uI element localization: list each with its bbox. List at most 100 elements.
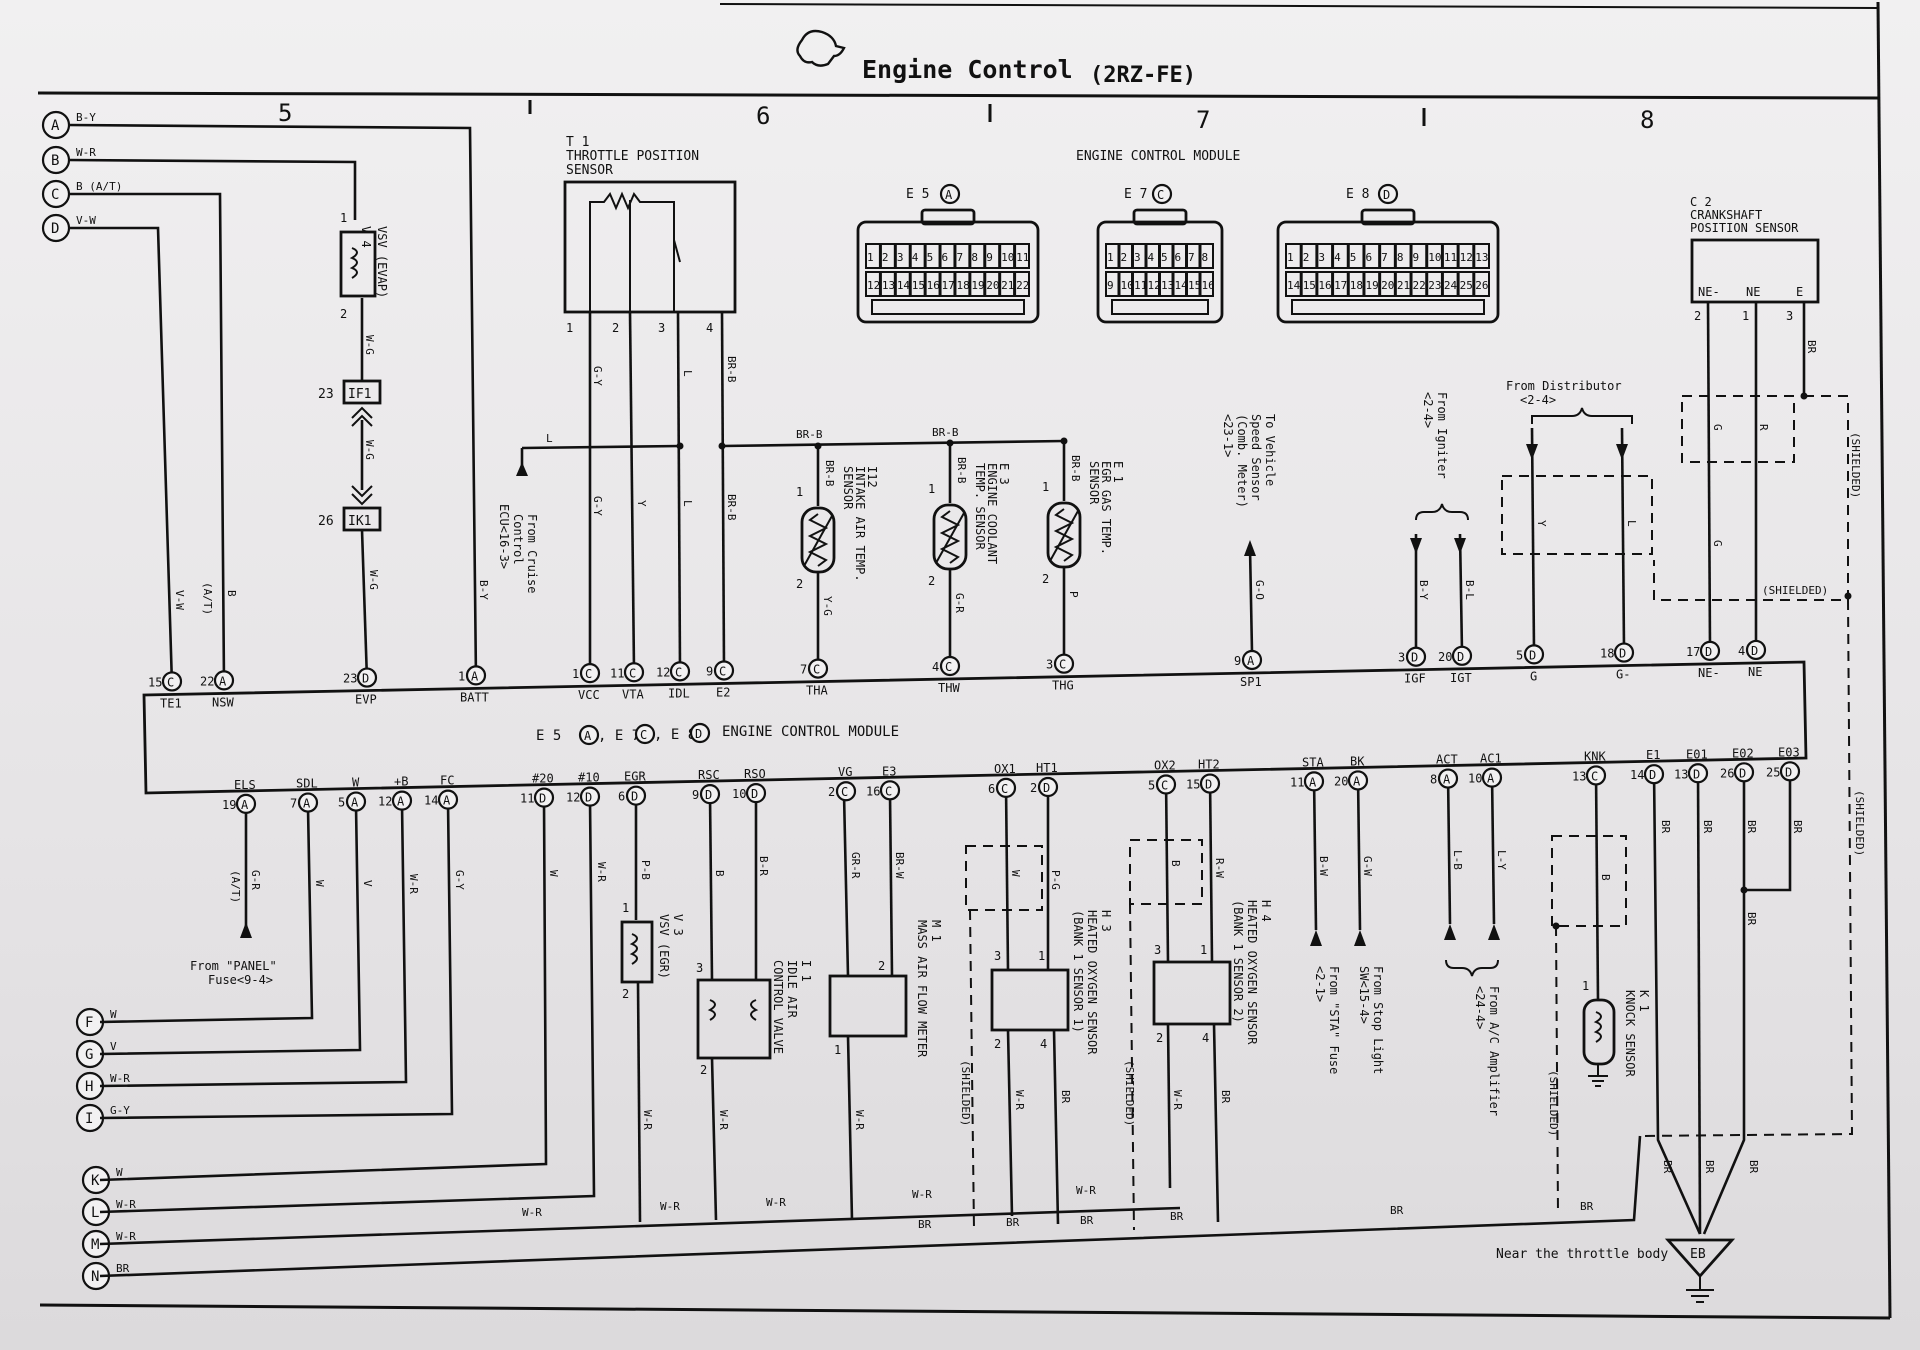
wire-vg bbox=[842, 793, 850, 977]
ecm-connector-pin-number: 1 bbox=[1107, 251, 1114, 264]
wire-idl-color: L bbox=[681, 370, 694, 377]
tps-switch-b bbox=[673, 239, 681, 263]
terminal-pin-number: 5 bbox=[1148, 778, 1155, 792]
ho2s1-shield-label: (SHIELDED) bbox=[959, 1060, 972, 1126]
terminal-connector-letter: D bbox=[1043, 781, 1050, 795]
terminal-connector-letter: D bbox=[362, 672, 369, 686]
c2-pinnum-1: 1 bbox=[1742, 309, 1749, 323]
terminal-pin-number: 11 bbox=[520, 792, 534, 806]
junction-e0 bbox=[1740, 886, 1748, 894]
note-stop-1: From Stop Light bbox=[1371, 966, 1385, 1074]
sta-arrow-icon bbox=[1310, 930, 1322, 946]
terminal-connector-letter: D bbox=[1693, 767, 1700, 781]
vsv-egr-pin2: 2 bbox=[622, 987, 629, 1001]
igniter-bracket bbox=[1415, 503, 1469, 521]
wire-g bbox=[1530, 427, 1536, 651]
ecm-connector-pin-number: 26 bbox=[1475, 279, 1488, 292]
ecm-connector-housing bbox=[1276, 220, 1500, 324]
if1-name: IF1 bbox=[348, 387, 371, 402]
terminal-ring bbox=[1053, 653, 1075, 674]
wire-vta-color: Y bbox=[635, 500, 648, 507]
wire-sdl-color: W bbox=[313, 880, 326, 887]
c2-id: C 2 bbox=[1690, 195, 1712, 209]
wire-ac1 bbox=[1490, 773, 1496, 925]
ground-icon bbox=[1686, 1289, 1714, 1303]
terminal-pin-number: 20 bbox=[1438, 650, 1452, 664]
terminal-connector-letter: C bbox=[885, 784, 892, 798]
igf-arrow-icon bbox=[1410, 538, 1422, 554]
c2-name: CRANKSHAFT bbox=[1690, 208, 1762, 222]
note-speed-1: To Vehicle bbox=[1263, 414, 1277, 486]
terminal-pin-number: 9 bbox=[706, 664, 713, 678]
terminal-ring bbox=[213, 670, 235, 691]
terminal-ring bbox=[1303, 771, 1325, 792]
terminal-name: VTA bbox=[622, 687, 644, 701]
sensor-pin-1: 1 bbox=[1042, 480, 1049, 494]
ik1-arrow-icon bbox=[351, 485, 373, 506]
knock-sensor-coil-icon bbox=[1593, 1011, 1602, 1043]
terminal-name: AC1 bbox=[1480, 752, 1502, 766]
terminal-ring bbox=[1779, 761, 1801, 782]
c2-shield bbox=[1681, 395, 1795, 463]
vsv-egr-name: VSV (EGR) bbox=[657, 914, 671, 979]
terminal-ring bbox=[161, 671, 183, 692]
wire-g-color: Y bbox=[1535, 520, 1548, 527]
left-connector-a: AB-Y bbox=[41, 110, 96, 140]
wire-rsc-color: B bbox=[713, 870, 726, 877]
ecm-connector-letter: C bbox=[1157, 188, 1164, 202]
terminal-ring bbox=[1241, 649, 1263, 671]
ecm-connector-pin-number: 8 bbox=[1202, 251, 1209, 264]
wire-bus-br-3: BR bbox=[1080, 1214, 1094, 1227]
ecm-connector-pin bbox=[1426, 271, 1443, 297]
ecm-connector-pin bbox=[1300, 271, 1318, 297]
ecm-connector-pin-number: 14 bbox=[1175, 279, 1189, 292]
ecm-connector-pin-number: 3 bbox=[1134, 251, 1141, 264]
ecm-connector-pin-number: 14 bbox=[897, 279, 911, 292]
wire-evp-low bbox=[360, 529, 369, 681]
tps-pin4: 4 bbox=[706, 321, 713, 335]
tps-pin3: 3 bbox=[658, 321, 665, 335]
wire-v3-low bbox=[636, 981, 642, 1223]
terminal-ring bbox=[1199, 773, 1221, 794]
ecm-connector-pin-number: 14 bbox=[1287, 279, 1301, 292]
terminal-connector-letter: A bbox=[1353, 774, 1361, 788]
c2-name2: POSITION SENSOR bbox=[1690, 221, 1799, 235]
ecm-connector-pin-number: 3 bbox=[897, 251, 904, 264]
ecm-connector-pin-number: 15 bbox=[1188, 279, 1201, 292]
terminal-pin-number: 13 bbox=[1572, 769, 1586, 783]
wire-bus-br-5: BR bbox=[1390, 1204, 1404, 1217]
sensor-pin-2: 2 bbox=[796, 577, 803, 591]
left-connector-h: HW-R bbox=[75, 1071, 130, 1101]
ecm-connector-pin bbox=[1441, 271, 1459, 297]
terminal-name: OX2 bbox=[1154, 758, 1176, 772]
maf-id: M 1 bbox=[929, 920, 943, 942]
terminal-pin-number: 5 bbox=[338, 796, 345, 810]
terminal-connector-letter: C bbox=[167, 675, 174, 689]
note-cruise-1: From Cruise bbox=[525, 514, 539, 593]
note-sta-1: From "STA" Fuse bbox=[1327, 966, 1341, 1074]
ecm-connector-pin-number: 11 bbox=[1134, 279, 1147, 292]
wire-knk-color: B bbox=[1599, 874, 1612, 881]
ecm-connector-pin-number: 2 bbox=[882, 251, 889, 264]
knock-id: K 1 bbox=[1637, 990, 1651, 1012]
wire-brb-bus-2: BR-B bbox=[932, 426, 959, 439]
sensor-name: INTAKE AIR TEMP. bbox=[853, 466, 867, 582]
note-distributor-2: <2-4> bbox=[1520, 393, 1556, 407]
wire-h4-low-color: W-R bbox=[1171, 1090, 1184, 1110]
ecm-connector-pin-number: 6 bbox=[1365, 251, 1372, 264]
ecm-connector-pin bbox=[1316, 243, 1334, 269]
ho2s1-pin3: 3 bbox=[994, 949, 1001, 963]
left-connector-letter: A bbox=[51, 118, 60, 134]
terminal-ring bbox=[345, 791, 367, 812]
terminal-name: STA bbox=[1302, 755, 1324, 769]
ecm-connector-pin-number: 10 bbox=[1121, 279, 1134, 292]
wire-d-te1 bbox=[68, 226, 174, 686]
ho2s2-pin2: 2 bbox=[1156, 1031, 1163, 1045]
left-connector-letter: B bbox=[51, 153, 59, 169]
ecm-connector-pin bbox=[1332, 271, 1349, 297]
